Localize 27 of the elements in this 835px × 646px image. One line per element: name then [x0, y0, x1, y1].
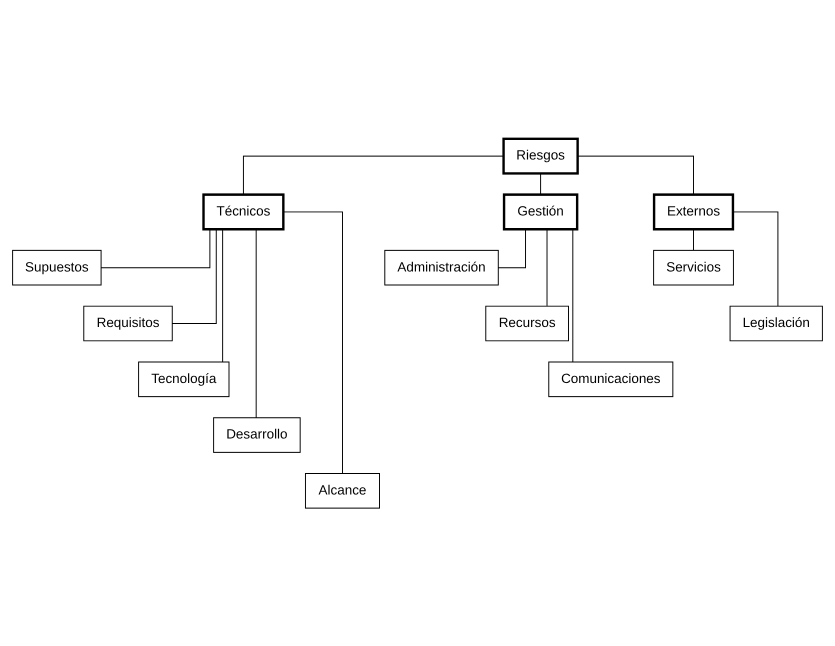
node-box: Riesgos: [502, 137, 579, 174]
node-box: Gestión: [502, 192, 578, 230]
connector: [498, 228, 526, 268]
node-box: Administración: [384, 249, 499, 285]
connector: [578, 155, 694, 195]
connector: [732, 210, 778, 306]
connector: [256, 228, 257, 418]
node-box: Externos: [652, 192, 734, 230]
node-box: Supuestos: [12, 249, 102, 285]
connector: [100, 228, 210, 268]
node-box: Servicios: [653, 249, 734, 285]
node-box: Técnicos: [202, 192, 285, 230]
connector: [172, 228, 217, 324]
node-box: Alcance: [304, 472, 380, 508]
node-box: Legislación: [730, 305, 823, 341]
connector: [540, 172, 542, 194]
connector: [222, 228, 224, 362]
node-box: Requisitos: [83, 305, 173, 341]
connector: [572, 228, 574, 362]
node-box: Desarrollo: [213, 416, 301, 452]
connector: [546, 228, 548, 306]
node-box: Comunicaciones: [548, 361, 674, 397]
node-box: Recursos: [485, 305, 569, 341]
connector: [282, 210, 343, 474]
connector: [242, 155, 504, 195]
connector: [693, 228, 694, 250]
node-box: Tecnología: [138, 361, 230, 397]
